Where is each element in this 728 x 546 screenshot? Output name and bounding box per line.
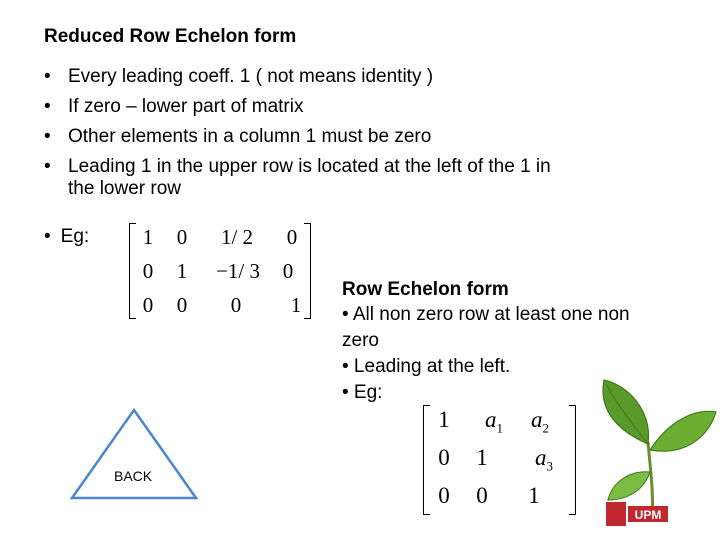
matrix-cell: 0 (176, 225, 188, 249)
matrix-cell: a1 (485, 407, 503, 436)
matrix-cell: 0 (142, 293, 154, 317)
leaf-left (602, 379, 650, 445)
right-bracket (304, 223, 311, 319)
matrix-cell: 1 (438, 407, 450, 432)
matrix-cell: 0 (438, 483, 450, 508)
matrix-cell: 0 (286, 225, 298, 249)
logo-text: UPM (635, 508, 662, 522)
back-button[interactable] (70, 408, 198, 500)
eg-label: •Eg: (44, 226, 90, 247)
bullet-item: •Other elements in a column 1 must be ze… (44, 126, 432, 147)
logo-banner (628, 506, 668, 522)
matrix-cell: 0 (230, 293, 242, 317)
matrix-cell: 0 (282, 259, 294, 283)
matrix-cell: 0 (476, 483, 488, 508)
leaf-right (649, 410, 717, 452)
row-echelon-title: Row Echelon form (342, 279, 509, 300)
matrix-cell: −1/ 3 (216, 259, 260, 283)
matrix-cell: 1 (142, 225, 154, 249)
matrix-cell: a2 (531, 407, 549, 436)
bullet-item: •Every leading coeff. 1 ( not means iden… (44, 66, 434, 87)
row-echelon-line: • Leading at the left. (342, 356, 511, 377)
bullet-item: •If zero – lower part of matrix (44, 96, 304, 117)
bullet-item: •Leading 1 in the upper row is located a… (44, 156, 551, 199)
leaf-small (607, 471, 651, 501)
row-echelon-matrix: 1 a1 a2 0 1 a3 0 0 1 (423, 405, 576, 515)
left-bracket (129, 223, 136, 319)
right-bracket (569, 405, 576, 515)
matrix-cell: 1 (176, 259, 188, 283)
leaf-vein (605, 383, 649, 445)
bullet-list: •Every leading coeff. 1 ( not means iden… (44, 62, 551, 200)
triangle-shape[interactable] (70, 408, 198, 500)
matrix-cell: 0 (176, 293, 188, 317)
logo-crest (606, 502, 626, 526)
slide-title: Reduced Row Echelon form (44, 26, 297, 47)
back-button-label[interactable]: BACK (114, 468, 153, 484)
row-echelon-line: • Eg: (342, 382, 383, 403)
matrix-cell: 1 (290, 293, 302, 317)
row-echelon-line: • All non zero row at least one non (342, 304, 630, 325)
matrix-cell: 1 (528, 483, 540, 508)
left-bracket (423, 405, 430, 515)
matrix-cell: 1/ 2 (220, 225, 254, 249)
matrix-cell: 0 (438, 445, 450, 470)
upm-logo: UPM (606, 502, 668, 526)
matrix-cell: 0 (142, 259, 154, 283)
row-echelon-line: zero (342, 330, 379, 351)
reduced-row-echelon-matrix: 1 0 1/ 2 0 0 1 −1/ 3 0 0 0 0 1 (129, 223, 311, 319)
matrix-cell: a3 (535, 445, 553, 474)
matrix-cell: 1 (476, 445, 488, 470)
leaf-icon (602, 379, 717, 523)
row-echelon-section: Row Echelon form • All non zero row at l… (342, 278, 702, 406)
